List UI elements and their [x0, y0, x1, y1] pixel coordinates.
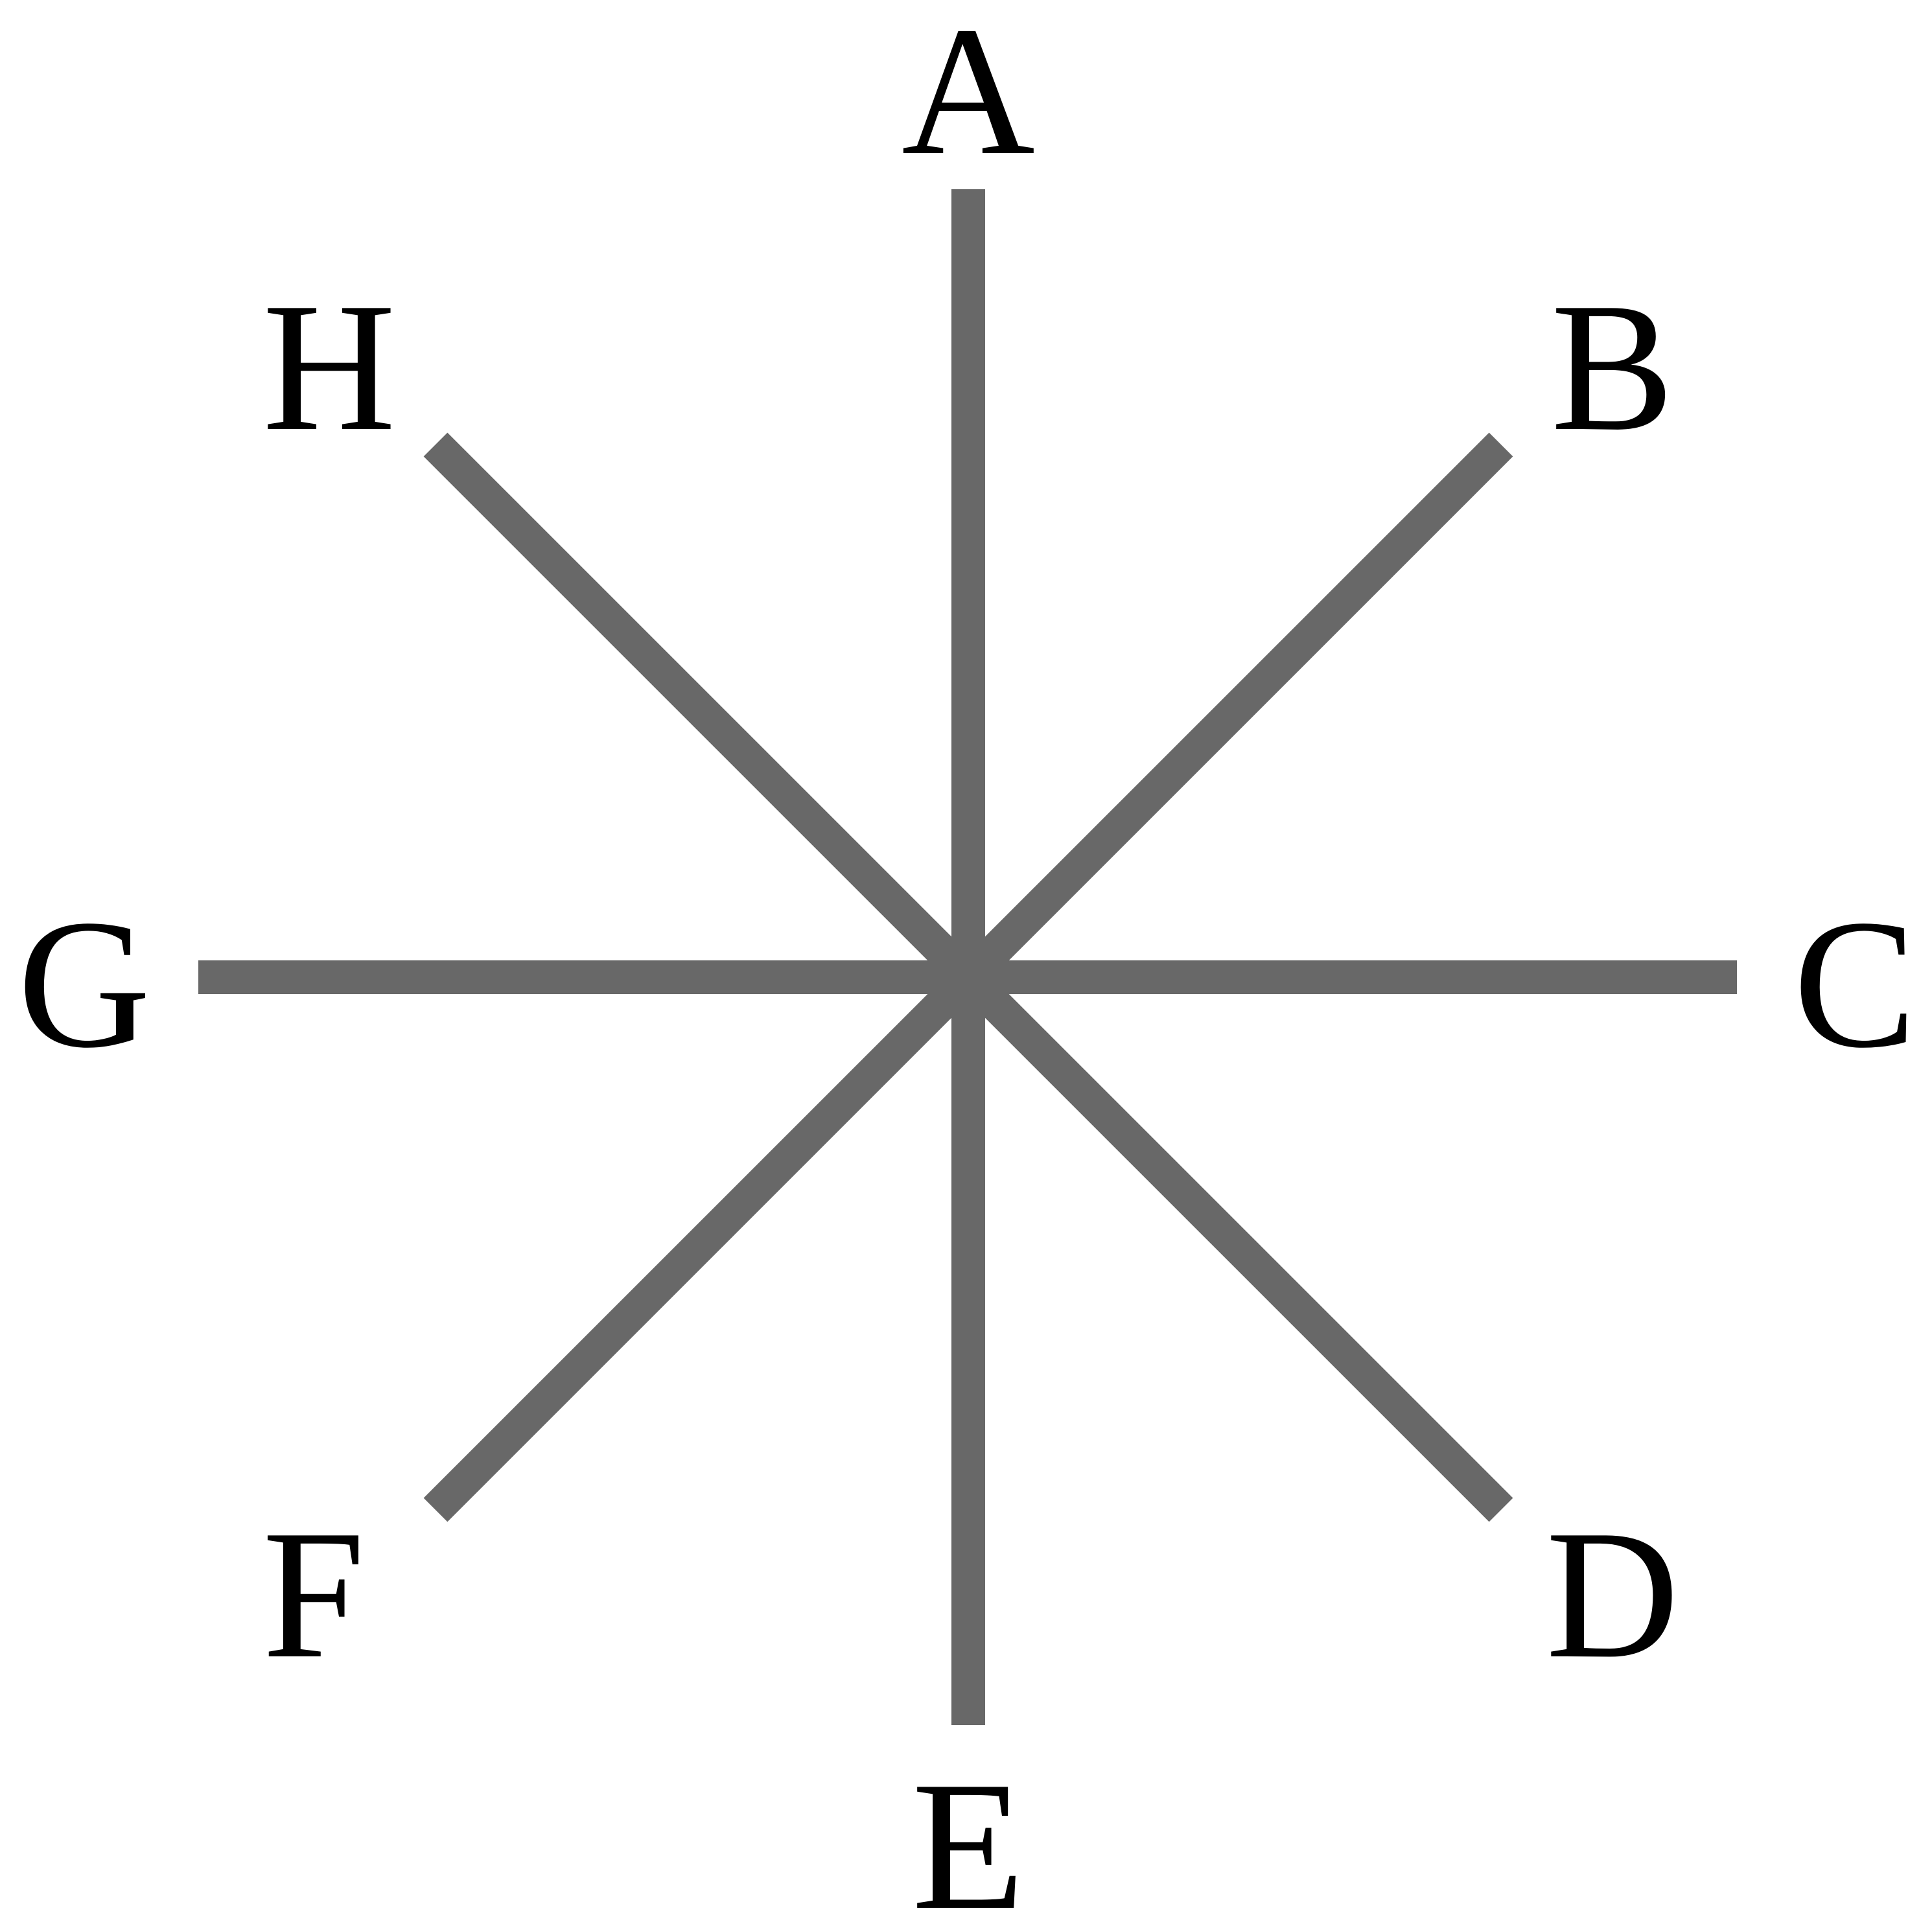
spokes: [198, 189, 1737, 1725]
label-b: B: [1551, 264, 1674, 469]
label-e: E: [912, 1743, 1025, 1924]
label-h: H: [262, 264, 396, 469]
label-d: D: [1546, 1492, 1679, 1697]
label-g: G: [17, 881, 151, 1086]
spoke-b-f: [423, 432, 1513, 1522]
label-a: A: [902, 0, 1035, 193]
label-f: F: [262, 1492, 366, 1697]
label-c: C: [1793, 881, 1916, 1086]
labels: A B C D E F G H: [17, 0, 1916, 1924]
